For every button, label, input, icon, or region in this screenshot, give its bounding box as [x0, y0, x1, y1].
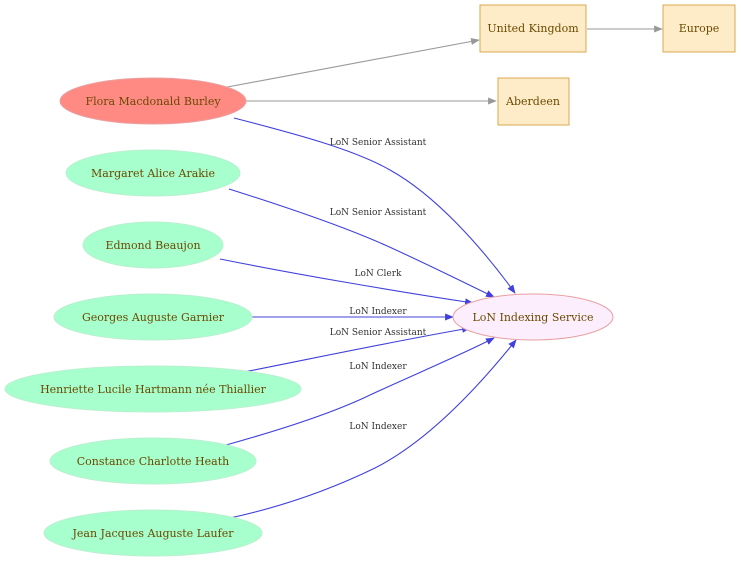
node-label: Henriette Lucile Hartmann née Thiallier	[40, 383, 267, 396]
node-jean-jacques-auguste-laufer[interactable]: Jean Jacques Auguste Laufer	[43, 509, 263, 557]
node-georges-auguste-garnier[interactable]: Georges Auguste Garnier	[53, 293, 253, 341]
edge-label-burley: LoN Senior Assistant	[330, 138, 427, 148]
node-label: Flora Macdonald Burley	[85, 95, 221, 108]
edge-label-beaujon: LoN Clerk	[355, 269, 403, 279]
edge-arakie-to-indexing	[228, 188, 495, 298]
edge-laufer-to-indexing	[229, 339, 517, 519]
node-united-kingdom[interactable]: United Kingdom	[479, 4, 587, 53]
node-label: Edmond Beaujon	[105, 239, 200, 252]
place-edges	[221, 25, 663, 105]
node-aberdeen[interactable]: Aberdeen	[497, 77, 570, 126]
node-label: Europe	[679, 22, 720, 35]
node-henriette-lucile-hartmann[interactable]: Henriette Lucile Hartmann née Thiallier	[4, 365, 302, 413]
node-label: LoN Indexing Service	[472, 311, 593, 324]
edge-hartmann-to-indexing	[243, 325, 471, 373]
edge-label-garnier: LoN Indexer	[349, 307, 407, 317]
edge-burley-to-indexing	[233, 117, 516, 294]
node-lon-indexing-service[interactable]: LoN Indexing Service	[452, 293, 614, 341]
node-label: Aberdeen	[505, 95, 560, 108]
node-label: United Kingdom	[487, 22, 579, 35]
node-label: Jean Jacques Auguste Laufer	[72, 527, 235, 540]
node-europe[interactable]: Europe	[662, 4, 736, 53]
node-label: Margaret Alice Arakie	[91, 167, 215, 180]
edge-burley-to-united-kingdom	[221, 37, 480, 89]
node-flora-macdonald-burley[interactable]: Flora Macdonald Burley	[59, 77, 247, 125]
edge-label-arakie: LoN Senior Assistant	[330, 208, 427, 218]
edge-labels: LoN Senior Assistant LoN Senior Assistan…	[330, 138, 427, 432]
edge-heath-to-indexing	[225, 337, 495, 446]
edge-label-laufer: LoN Indexer	[349, 422, 407, 432]
node-constance-charlotte-heath[interactable]: Constance Charlotte Heath	[49, 437, 257, 485]
node-edmond-beaujon[interactable]: Edmond Beaujon	[82, 221, 224, 269]
node-margaret-alice-arakie[interactable]: Margaret Alice Arakie	[65, 149, 241, 197]
edge-label-hartmann: LoN Senior Assistant	[330, 328, 427, 338]
edge-label-heath: LoN Indexer	[349, 362, 407, 372]
edge-beaujon-to-indexing	[219, 258, 474, 306]
node-label: Constance Charlotte Heath	[77, 455, 229, 468]
node-label: Georges Auguste Garnier	[82, 311, 225, 324]
role-edges	[219, 117, 517, 519]
